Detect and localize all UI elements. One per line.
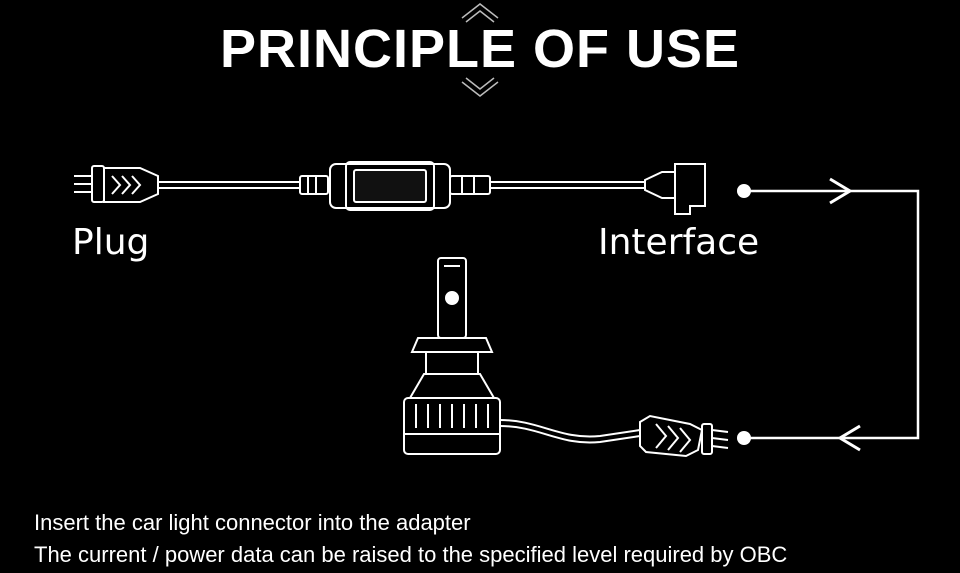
- adapter-cable: [74, 161, 706, 215]
- flow-arrow-right-icon: [829, 177, 853, 205]
- bulb-cable: [499, 414, 729, 458]
- decoder-box-icon: [329, 161, 451, 211]
- caption-line-1: Insert the car light connector into the …: [34, 510, 471, 535]
- flow-arrow-left-icon: [837, 424, 861, 452]
- flow-end-dot: [737, 431, 751, 445]
- interface-label: Interface: [598, 222, 760, 263]
- title-chevron-down-icon: [461, 77, 499, 97]
- connection-flow-line: [744, 189, 920, 440]
- flow-start-dot: [737, 184, 751, 198]
- plug-connector-icon: [74, 165, 159, 203]
- caption-line-2: The current / power data can be raised t…: [34, 542, 788, 567]
- interface-socket-icon: [644, 163, 706, 215]
- led-bulb-icon: [403, 257, 501, 455]
- title-chevron-up-icon: [461, 3, 499, 23]
- page-title: PRINCIPLE OF USE: [219, 19, 741, 79]
- plug-label: Plug: [72, 222, 150, 263]
